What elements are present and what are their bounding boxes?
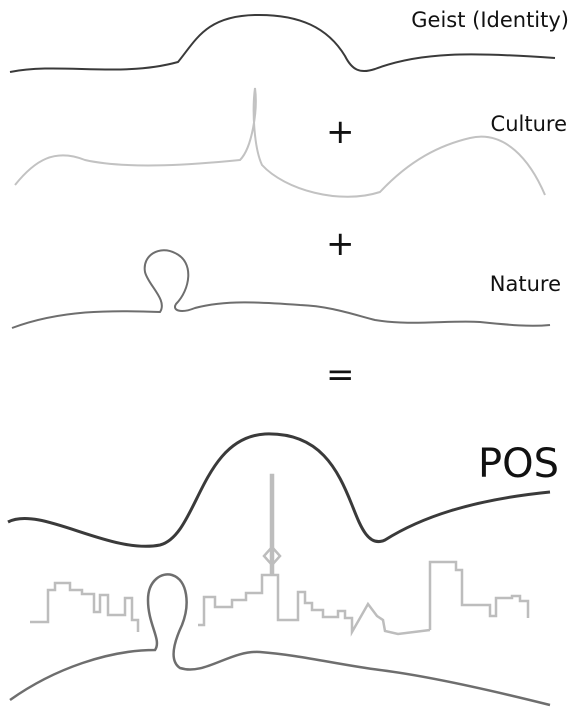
- nature-curve: [11, 249, 551, 329]
- plus-operator-2: +: [326, 224, 355, 264]
- pos-skyline-mid: [198, 473, 431, 637]
- geist-label: Geist (Identity): [411, 8, 569, 32]
- pos-geist-curve: [7, 432, 551, 548]
- pos-skyline-right: [428, 560, 530, 630]
- pos-skyline-left: [30, 581, 140, 632]
- equals-operator: =: [326, 355, 355, 395]
- pos-nature-curve: [9, 573, 551, 707]
- nature-label: Nature: [489, 272, 561, 296]
- pos-label: POS: [478, 441, 559, 487]
- culture-curve: [14, 87, 546, 198]
- pos-skyline-tower-diamond: [262, 545, 282, 567]
- geist-curve: [9, 13, 556, 73]
- culture-label: Culture: [490, 112, 567, 136]
- plus-operator-1: +: [326, 112, 355, 152]
